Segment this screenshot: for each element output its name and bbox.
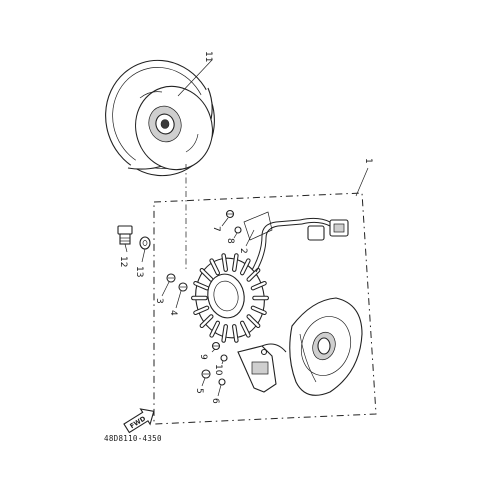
callout-11: 11	[203, 51, 213, 62]
plug-bolt	[117, 225, 133, 245]
callout-13: 13	[134, 266, 144, 277]
callout-3: 3	[154, 298, 164, 304]
screw-7	[225, 209, 235, 219]
stator-tooth-face	[251, 306, 266, 314]
stator-tooth-face	[241, 259, 250, 275]
callout-12: 12	[118, 256, 128, 267]
stator-tooth-face	[222, 254, 227, 271]
stator-tooth-face	[210, 259, 219, 275]
stator-tooth-face	[233, 254, 238, 271]
callout-8: 8	[225, 238, 235, 244]
stator-coil	[191, 253, 269, 343]
callout-6: 6	[210, 398, 220, 404]
stator-tooth-face	[222, 325, 227, 342]
stator-tooth-face	[194, 282, 209, 290]
stator-tooth-face	[251, 282, 266, 290]
stator-tooth-face	[200, 269, 213, 281]
screw-9	[211, 341, 221, 351]
stator-tooth-face	[247, 315, 260, 327]
washer	[139, 236, 151, 250]
screw-6	[218, 378, 226, 386]
callout-labels: 11 1 12 13 3 4 7 8 2 9 10 5 6	[118, 51, 373, 404]
stator-housing	[289, 297, 363, 396]
drawing-code: 48D8110-4350	[104, 434, 162, 443]
callout-4: 4	[168, 310, 178, 316]
callout-7: 7	[211, 226, 221, 232]
screw-5	[201, 369, 211, 379]
stator-connector-a	[307, 225, 325, 241]
stator-tooth-face	[210, 321, 219, 337]
pickup-coil	[237, 343, 287, 393]
leader-lines	[124, 59, 369, 397]
assembly-boundary	[153, 192, 377, 425]
screw-4	[178, 282, 188, 292]
callout-2: 2	[238, 248, 248, 254]
stator-tooth-face	[233, 325, 238, 342]
callout-10: 10	[213, 364, 223, 376]
callout-1: 1	[363, 158, 373, 164]
stator-wiring-harness	[243, 211, 349, 273]
screw-10	[220, 354, 228, 362]
screw-3	[166, 273, 176, 283]
stator-tooth-face	[194, 306, 209, 314]
wire-clamp	[243, 211, 273, 241]
stator-tooth-face	[200, 315, 213, 327]
flywheel-rotor	[105, 59, 215, 177]
fwd-arrow: FWD	[123, 408, 155, 434]
callout-9: 9	[198, 354, 208, 360]
callout-5: 5	[194, 388, 204, 394]
screw-8	[234, 226, 242, 234]
stator-tooth-face	[241, 321, 250, 337]
